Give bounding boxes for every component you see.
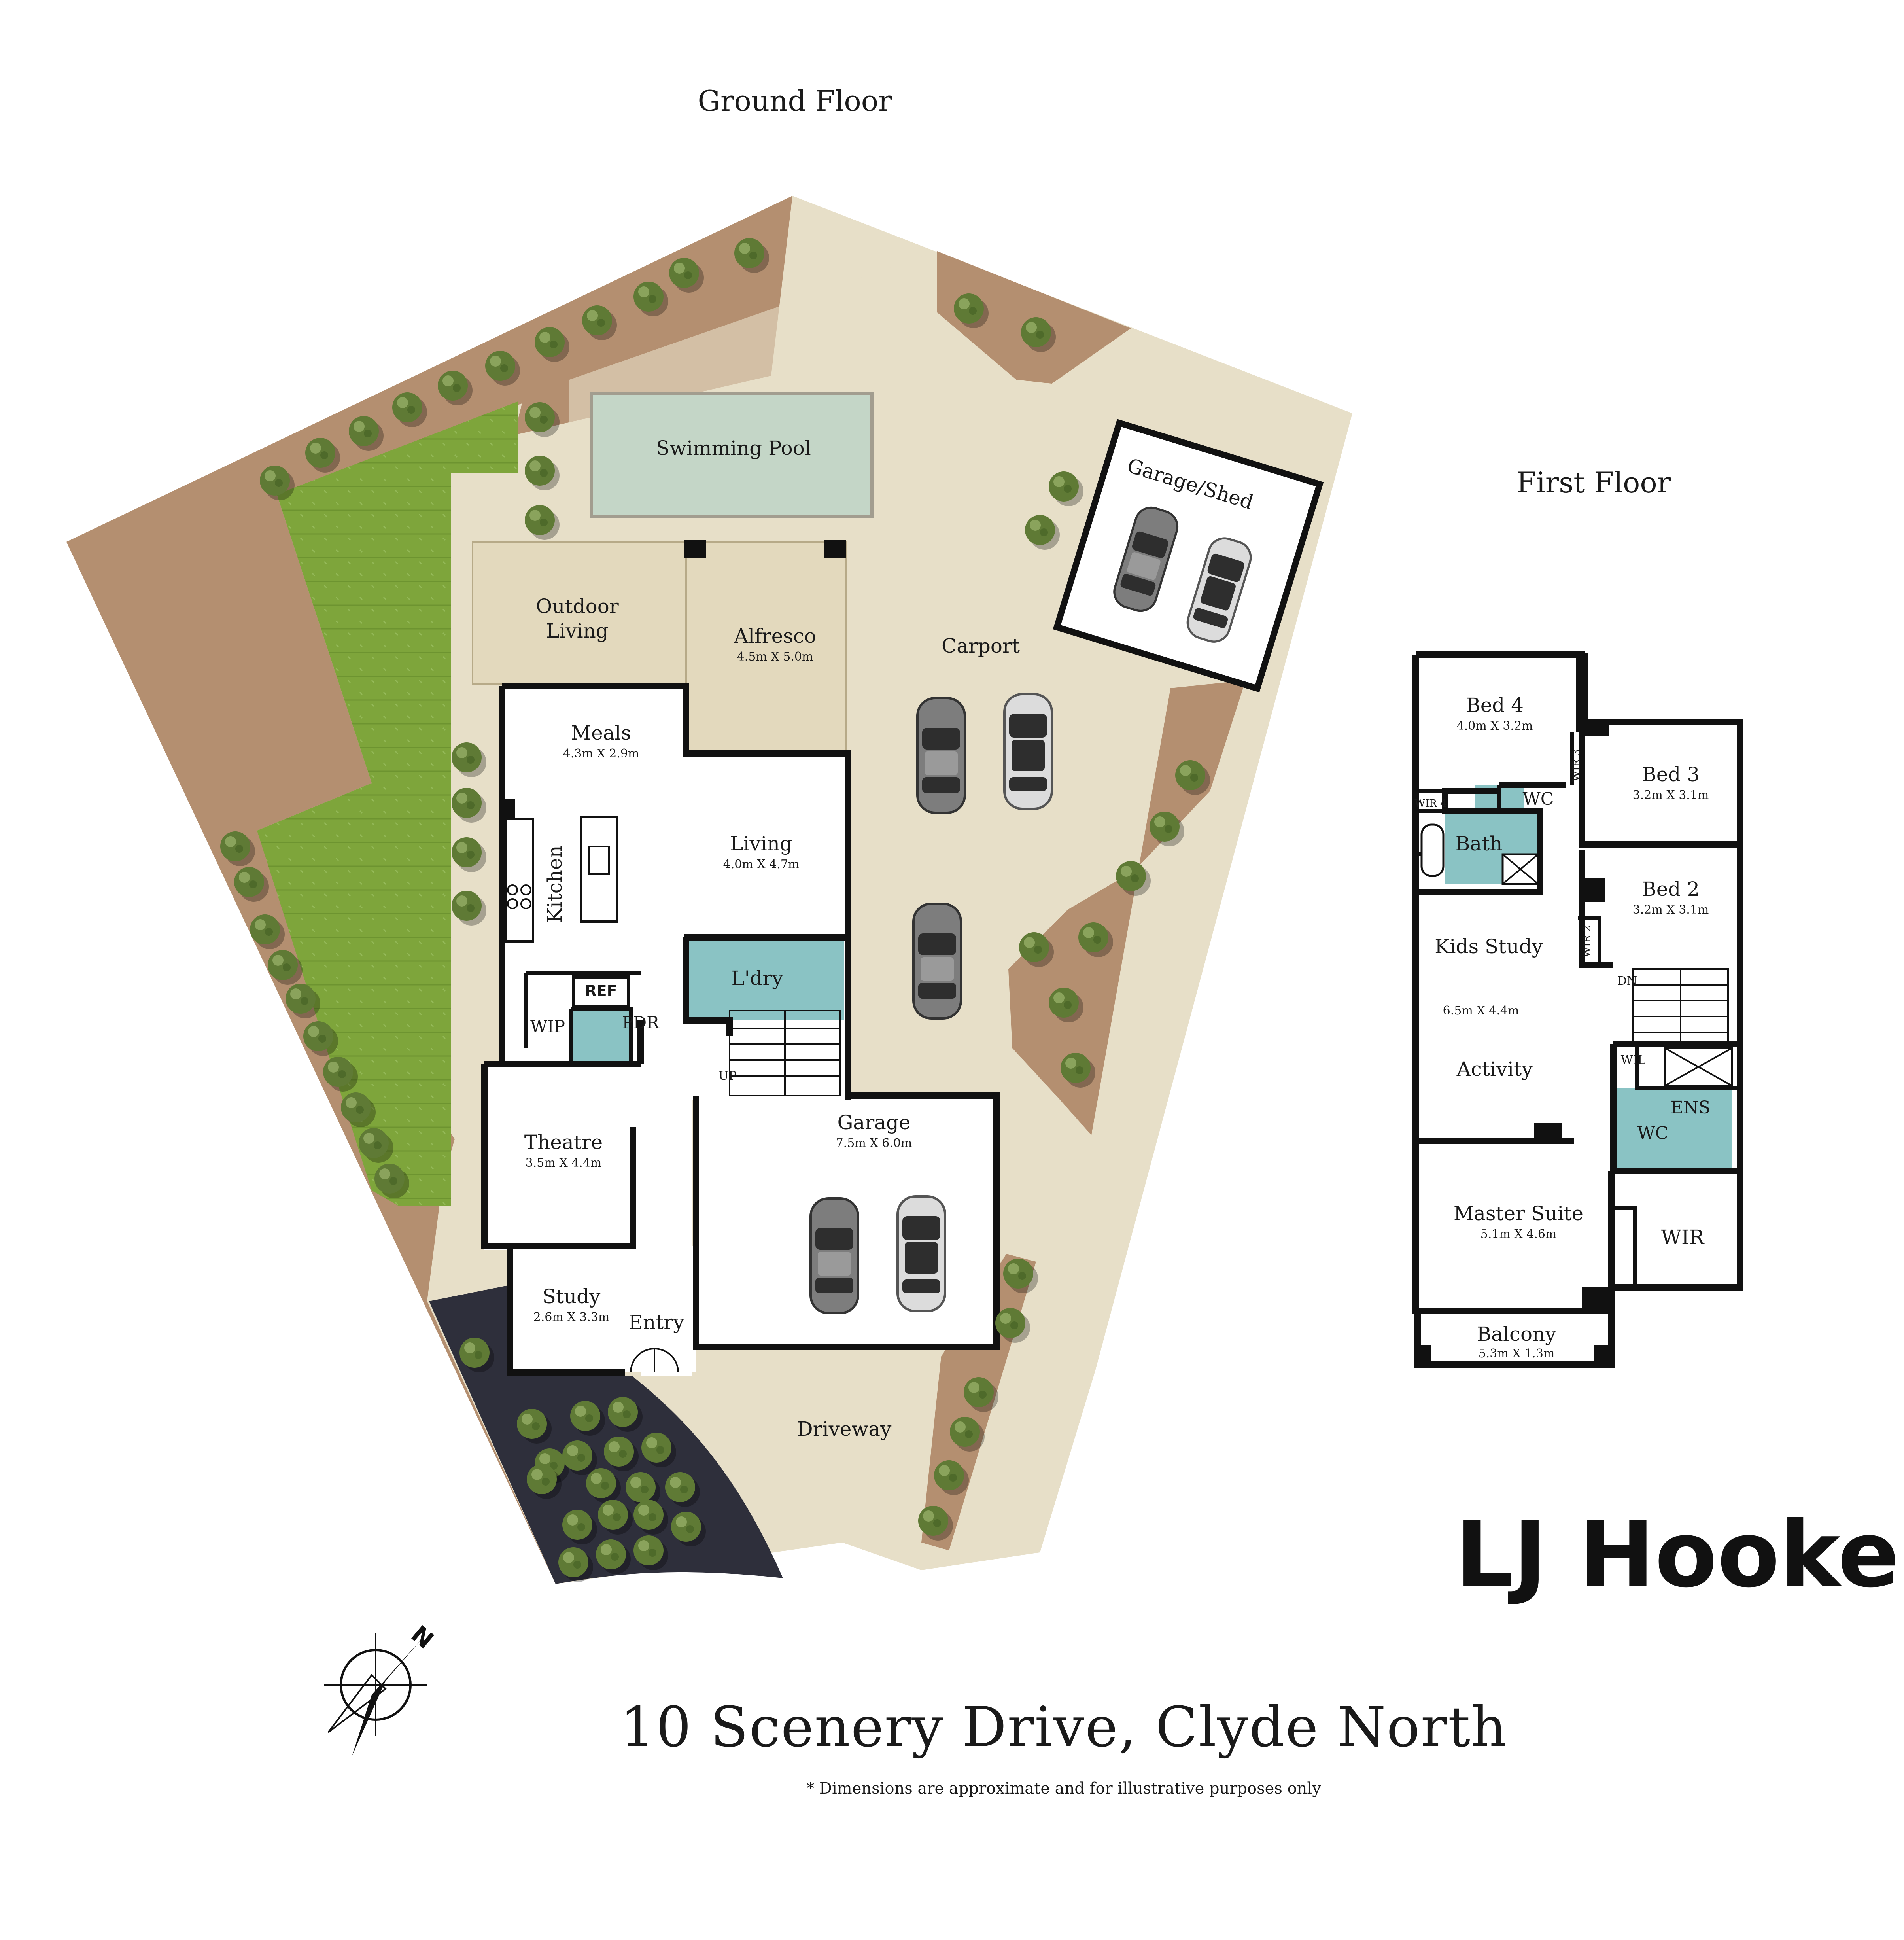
garage-car-2 [898,1196,945,1311]
brand-logo: LJ Hooker [1455,1502,1904,1608]
label-bed4-dims: 4.0m X 3.2m [1457,719,1533,733]
label-theatre: Theatre [524,1131,603,1154]
carport-car-3 [913,904,961,1018]
compass-n-label: N [406,1620,439,1654]
label-dn: DN [1617,974,1637,988]
label-living: Living [730,832,792,855]
carport-car-2 [1004,694,1052,809]
label-up: UP [718,1069,736,1083]
label-garage-dims: 7.5m X 6.0m [836,1136,912,1150]
label-study-dims: 2.6m X 3.3m [533,1310,610,1324]
label-wir4: WIR 4 [1414,798,1446,810]
ground-floor-plan: Swimming Pool Outdoor Living Alfresco 4.… [66,196,1352,1584]
label-wc-upper: WC [1523,789,1554,809]
label-carport: Carport [942,634,1020,657]
label-balcony-dims: 5.3m X 1.3m [1479,1347,1555,1361]
address-title: 10 Scenery Drive, Clyde North [620,1695,1507,1760]
first-floor-plan: Bed 4 4.0m X 3.2m Bed 3 3.2m X 3.1m Bed … [1412,651,1743,1368]
label-laundry: L'dry [731,967,783,990]
label-garage: Garage [837,1111,910,1134]
heading-first-floor: First Floor [1516,466,1671,499]
label-wir: WIR [1661,1226,1705,1249]
label-master-suite-dims: 5.1m X 4.6m [1480,1227,1557,1241]
label-bed2-dims: 3.2m X 3.1m [1633,903,1709,917]
label-wir3: WIR 3 [1571,749,1583,781]
label-study: Study [543,1285,601,1308]
label-outdoor-living-2: Living [546,619,609,642]
kitchen-island [580,816,618,923]
label-swimming-pool: Swimming Pool [656,437,811,460]
alfresco-area [685,541,847,752]
label-alfresco: Alfresco [734,625,816,647]
label-activity-dims: 6.5m X 4.4m [1443,1004,1519,1018]
north-compass-icon: N [324,1620,439,1756]
heading-ground-floor: Ground Floor [698,84,892,117]
label-bath: Bath [1456,832,1503,855]
label-balcony: Balcony [1477,1323,1556,1346]
disclaimer: * Dimensions are approximate and for ill… [806,1779,1321,1798]
label-master-suite: Master Suite [1454,1202,1583,1225]
label-wip: WIP [530,1017,565,1036]
label-living-dims: 4.0m X 4.7m [723,857,800,871]
label-bed4: Bed 4 [1466,694,1524,717]
label-driveway: Driveway [797,1418,892,1440]
kitchen-bench [504,818,534,943]
label-entry: Entry [629,1311,685,1334]
label-activity: Activity [1456,1058,1533,1081]
label-theatre-dims: 3.5m X 4.4m [526,1156,602,1170]
label-bed3: Bed 3 [1642,763,1700,786]
label-kitchen: Kitchen [543,845,566,922]
garage-shed [1053,419,1324,693]
label-meals: Meals [571,721,631,744]
garage-car-1 [811,1198,858,1313]
label-kids-study: Kids Study [1435,935,1543,958]
main-house [481,683,1000,1376]
label-wc-lower: WC [1637,1123,1669,1143]
label-meals-dims: 4.3m X 2.9m [563,747,639,761]
label-wir2: WIR 2 [1581,925,1593,957]
lawn [257,401,518,1206]
label-outdoor-living-1: Outdoor [536,595,618,618]
label-ens: ENS [1671,1098,1711,1118]
ground-stairs [729,1010,841,1096]
label-wil: WIL [1621,1053,1646,1067]
label-alfresco-dims: 4.5m X 5.0m [737,650,813,664]
label-pdr: PDR [622,1013,660,1032]
label-ref: REF [585,982,617,999]
first-floor-stairs [1632,968,1729,1045]
outdoor-living-area [472,541,687,685]
garden-bed-west [66,196,792,1584]
pool-surround [569,251,937,583]
label-bed3-dims: 3.2m X 3.1m [1633,788,1709,802]
label-bed2: Bed 2 [1642,878,1700,901]
carport-car-1 [917,698,965,813]
feature-garden [429,1285,783,1584]
